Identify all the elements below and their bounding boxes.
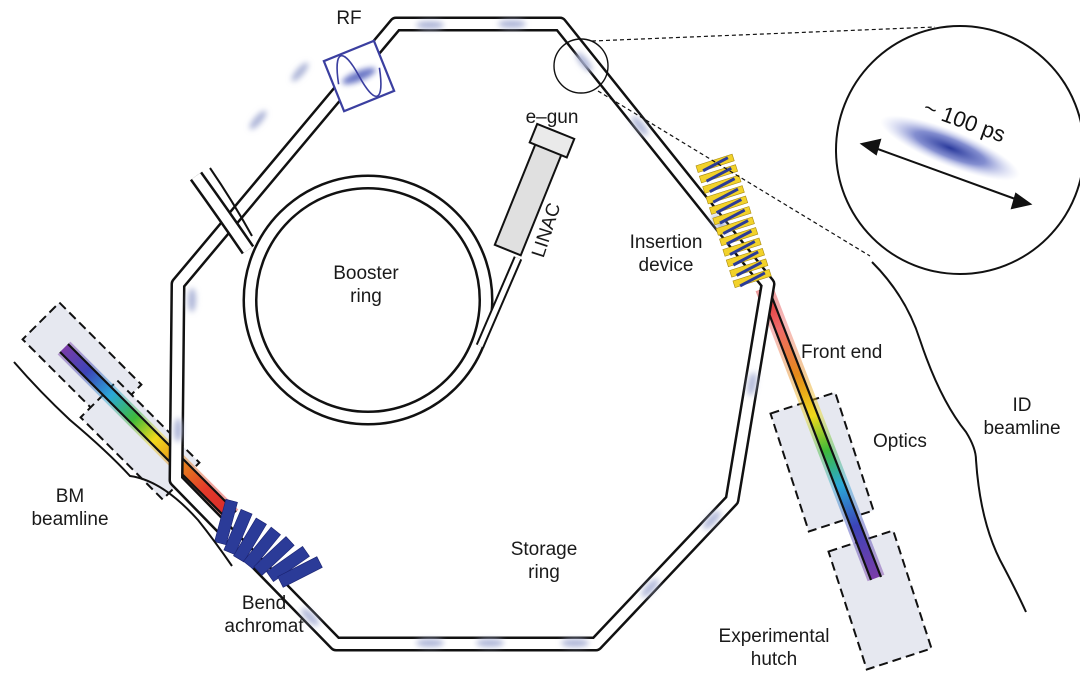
insertion-device-label-line2: device xyxy=(638,255,694,276)
bend-magnet xyxy=(277,556,323,588)
insertion-device-icon xyxy=(695,153,772,289)
double-arrow xyxy=(859,138,1033,210)
bm-beamline-label-line1: BM xyxy=(55,486,85,507)
undulator-magnet xyxy=(722,219,749,235)
undulator-magnet xyxy=(732,250,759,267)
undulator-magnet xyxy=(739,271,766,288)
bend-magnet xyxy=(233,517,267,563)
egun-label: e–gun xyxy=(525,107,579,128)
bend-achromat-label-line1: Bend xyxy=(241,593,287,614)
undulator-magnet xyxy=(712,187,739,204)
storage-ring-label: Storage ring xyxy=(494,538,594,584)
booster-ring-label-line1: Booster xyxy=(333,263,399,284)
undulator-magnet xyxy=(715,198,743,214)
bend-magnet xyxy=(243,526,281,570)
undulator-magnet xyxy=(719,208,746,225)
bend-achromat-label-line2: achromat xyxy=(224,616,304,637)
id-beamline-label: ID beamline xyxy=(968,394,1076,440)
linac xyxy=(493,122,576,257)
bend-magnet xyxy=(253,536,295,576)
id-beamline-brace xyxy=(871,261,1027,613)
experimental-hutch-label: Experimental hutch xyxy=(704,625,844,671)
undulator-magnet xyxy=(702,156,729,173)
storage-ring-label-line1: Storage xyxy=(510,539,578,560)
undulator-magnet xyxy=(736,261,763,277)
insertion-device-label: Insertion device xyxy=(612,231,720,277)
booster-ring xyxy=(189,167,523,426)
rf-cavity xyxy=(322,39,396,113)
bend-magnet xyxy=(266,546,310,582)
id-beamline-label-line1: ID xyxy=(1012,395,1032,416)
bend-magnet xyxy=(223,509,253,555)
bend-achromat-label: Bend achromat xyxy=(212,592,316,638)
undulator-magnet xyxy=(729,240,756,256)
bm-beamline-label-line2: beamline xyxy=(31,509,109,530)
rf-label: RF xyxy=(336,8,362,29)
undulator-magnet xyxy=(725,229,753,246)
electron-bunch-zoom xyxy=(880,115,1020,181)
bend-magnet-icon xyxy=(214,498,323,588)
bend-magnet xyxy=(214,498,238,546)
electron-gun-icon xyxy=(528,122,576,159)
id-beamline-label-line2: beamline xyxy=(983,418,1061,439)
storage-ring-label-line2: ring xyxy=(528,562,560,583)
insertion-device-label-line1: Insertion xyxy=(629,232,703,253)
electron-bunches xyxy=(173,20,757,647)
booster-ring-label-line2: ring xyxy=(350,286,382,307)
bm-beamline-beam xyxy=(57,341,239,523)
experimental-hutch-label-line2: hutch xyxy=(750,649,798,670)
undulator-magnet xyxy=(709,177,736,194)
experimental-hutch-label-line1: Experimental xyxy=(718,626,830,647)
zoom-source-circle xyxy=(553,38,609,94)
beamline-braces xyxy=(13,261,1027,613)
front-end-label: Front end xyxy=(801,342,883,363)
booster-ring-label: Booster ring xyxy=(318,262,414,308)
bm-beamline-label: BM beamline xyxy=(16,485,124,531)
bm-beamline-brace xyxy=(13,361,233,567)
id-beamline-beam xyxy=(755,284,885,582)
zoom-callout: ~ 100 ps xyxy=(553,25,1080,275)
optics-label: Optics xyxy=(873,431,927,452)
undulator-magnet xyxy=(705,166,732,183)
